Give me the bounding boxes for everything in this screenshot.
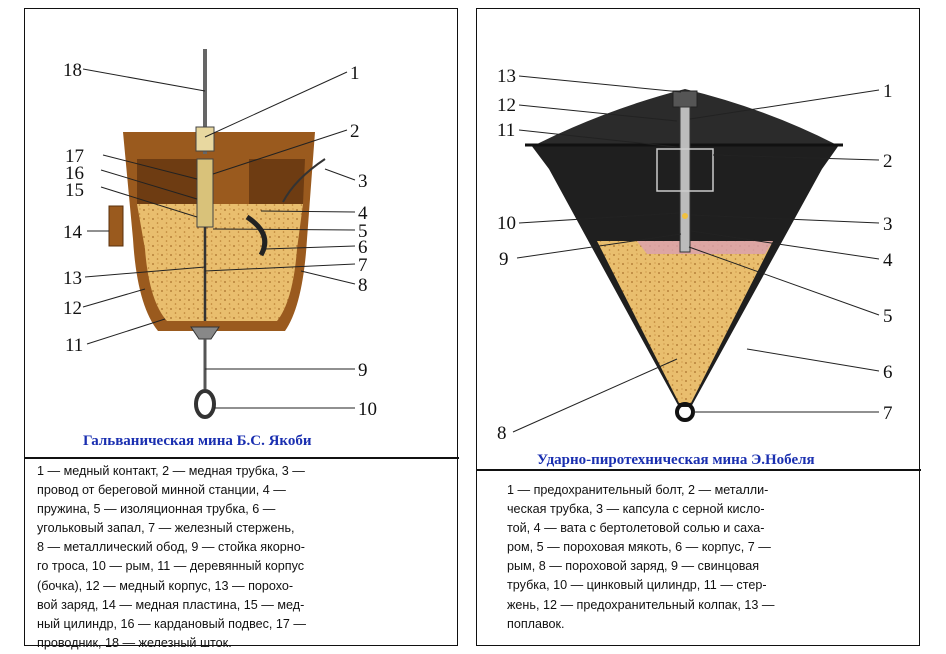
callout-4: 4: [358, 203, 368, 224]
legend-line: рым, 8 — пороховой заряд, 9 — свинцовая: [507, 559, 760, 574]
jacobi-legend: 1 — медный контакт, 2 — медная трубка, 3…: [37, 462, 447, 653]
callout-8: 8: [358, 275, 368, 296]
legend-line: 1 — медный контакт, 2 — медная трубка, 3…: [37, 464, 305, 478]
callout-7: 7: [883, 403, 893, 424]
central-rod: [195, 49, 326, 321]
anchor-stay: [190, 326, 220, 419]
nobel-mine-panel: 13 1 12 11 2 10 3 9 4 5 6 7 8 Ударно-пир…: [476, 8, 921, 646]
legend-line: (бочка), 12 — медный корпус, 13 — порохо…: [37, 578, 294, 593]
fuse-assembly: [656, 90, 714, 253]
callout-2: 2: [883, 151, 893, 172]
divider: [25, 457, 459, 459]
callout-6: 6: [358, 237, 368, 258]
legend-line: проводник, 18 — железный шток.: [37, 635, 232, 650]
callout-17: 17: [65, 146, 84, 167]
callout-11: 11: [65, 335, 83, 356]
legend-line: 8 — металлический обод, 9 — стойка якорн…: [37, 540, 305, 555]
jacobi-mine-panel: 18 1 17 2 16 15 3 4 14 5 6 13 7 8 12 11 …: [24, 8, 459, 650]
legend-line: вой заряд, 14 — медная пластина, 15 — ме…: [37, 597, 305, 612]
callout-leaders: [82, 68, 356, 409]
legend-line: угольковый запал, 7 — железный стержень,: [37, 521, 295, 536]
callout-1: 1: [883, 81, 893, 102]
nobel-caption: Ударно-пиротехническая мина Э.Нобеля: [537, 452, 815, 468]
legend-line: жень, 12 — предохранительный колпак, 13 …: [507, 597, 775, 612]
legend-line: пружина, 5 — изоляционная трубка, 6 —: [37, 502, 276, 517]
nobel-mine-diagram: 13 1 12 11 2 10 3 9 4 5 6 7 8: [497, 66, 893, 444]
callout-4: 4: [883, 250, 893, 271]
divider: [477, 469, 921, 471]
callout-16: 16: [65, 163, 84, 184]
callout-2: 2: [350, 121, 360, 142]
callout-12: 12: [497, 95, 516, 116]
callout-11: 11: [497, 120, 515, 141]
legend-line: поплавок.: [507, 616, 565, 631]
legend-line: провод от береговой минной станции, 4 —: [37, 483, 286, 498]
jacobi-mine-diagram: 18 1 17 2 16 15 3 4 14 5 6 13 7 8 12 11 …: [63, 49, 377, 420]
callout-13: 13: [63, 268, 82, 289]
callout-13: 13: [497, 66, 516, 87]
jacobi-caption: Гальваническая мина Б.С. Якоби: [83, 433, 312, 449]
callout-leaders: [512, 75, 880, 433]
callout-numbers: 13 1 12 11 2 10 3 9 4 5 6 7 8: [497, 66, 893, 444]
legend-line: 1 — предохранительный болт, 2 — металли-: [507, 483, 769, 497]
callout-5: 5: [883, 306, 893, 327]
callout-numbers: 18 1 17 2 16 15 3 4 14 5 6 13 7 8 12 11 …: [63, 60, 377, 420]
nobel-legend: 1 — предохранительный болт, 2 — металли-…: [507, 481, 907, 634]
callout-8: 8: [497, 423, 507, 444]
callout-12: 12: [63, 298, 82, 319]
callout-7: 7: [358, 255, 368, 276]
callout-5: 5: [358, 221, 368, 242]
legend-line: трубка, 10 — цинковый цилиндр, 11 — стер…: [507, 578, 767, 593]
callout-18: 18: [63, 60, 82, 81]
callout-10: 10: [497, 213, 516, 234]
callout-3: 3: [883, 214, 893, 235]
callout-1: 1: [350, 63, 360, 84]
legend-line: го троса, 10 — рым, 11 — деревянный корп…: [37, 559, 305, 574]
callout-3: 3: [358, 171, 368, 192]
callout-10: 10: [358, 399, 377, 420]
callout-15: 15: [65, 180, 84, 201]
callout-14: 14: [63, 222, 83, 243]
callout-9: 9: [499, 249, 509, 270]
copper-plate: [108, 205, 124, 247]
legend-line: ческая трубка, 3 — капсула с серной кисл…: [507, 502, 765, 517]
callout-9: 9: [358, 360, 368, 381]
legend-line: той, 4 — вата с бертолетовой солью и сах…: [507, 521, 765, 536]
legend-line: ный цилиндр, 16 — кардановый подвес, 17 …: [37, 616, 307, 631]
legend-line: ром, 5 — пороховая мякоть, 6 — корпус, 7…: [507, 540, 771, 555]
callout-6: 6: [883, 362, 893, 383]
